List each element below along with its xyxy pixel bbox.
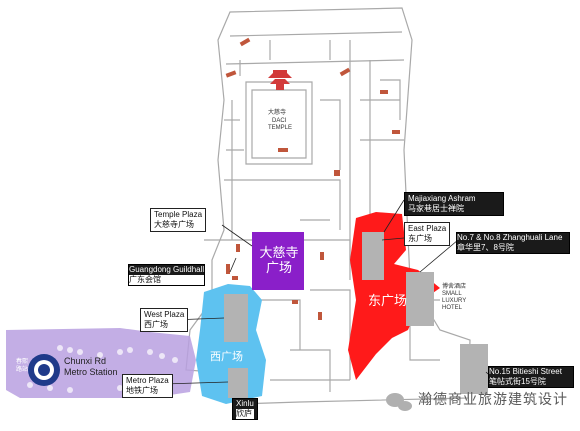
callout-xinlu-en: Xinlu <box>236 399 254 408</box>
west-plaza-area <box>196 284 266 404</box>
metro-station-name-1: Chunxi Rd <box>64 356 107 366</box>
callout-no15-cn: 笔帖式街15号院 <box>489 377 546 386</box>
hotel-name-en-2: LUXURY <box>442 298 467 304</box>
callout-west-plaza-cn: 西广场 <box>144 320 168 329</box>
callout-guangdong-cn: 广东会馆 <box>129 275 205 285</box>
hotel-name-en-1: SMALL <box>442 291 462 297</box>
callout-no7-no8-en: No.7 & No.8 Zhanghuali Lane <box>457 233 563 242</box>
wechat-icon <box>386 393 412 411</box>
watermark-text: 瀚德商业旅游建筑设计 <box>418 391 568 407</box>
callout-no7-no8-cn: 章华里7、8号院 <box>457 243 514 252</box>
callout-no15: No.15 Bitieshi Street 笔帖式街15号院 <box>488 366 574 388</box>
callout-majiaxiang-cn: 马家巷居士禅院 <box>408 204 464 213</box>
callout-temple-plaza-en: Temple Plaza <box>154 210 203 219</box>
callout-east-plaza: East Plaza 东广场 <box>404 222 451 246</box>
metro-station-name-2: Metro Station <box>64 367 118 377</box>
callout-xinlu-cn: 欣庐 <box>236 409 254 419</box>
temple-name-en-1: DACI <box>272 118 287 124</box>
metro-logo-text: 春熙 路站 <box>15 359 28 373</box>
temple-name-cn: 大慈寺 <box>268 110 287 116</box>
hotel-label: 博舍酒店 SMALL LUXURY HOTEL <box>442 284 466 312</box>
metro-station-label: Chunxi Rd Metro Station <box>64 356 118 378</box>
callout-no15-en: No.15 Bitieshi Street <box>489 367 562 376</box>
grey-buildings <box>224 232 488 398</box>
temple-pagoda-icon <box>268 70 292 90</box>
callout-metro-plaza-en: Metro Plaza <box>126 376 169 385</box>
callout-west-plaza: West Plaza 西广场 <box>140 308 189 332</box>
callout-metro-plaza-cn: 地铁广场 <box>126 386 158 395</box>
callout-temple-plaza-cn: 大慈寺广场 <box>154 220 194 229</box>
callout-no7-no8: No.7 & No.8 Zhanghuali Lane 章华里7、8号院 <box>456 232 570 254</box>
building-markers <box>225 37 400 320</box>
callout-west-plaza-en: West Plaza <box>144 310 185 319</box>
callout-majiaxiang: Majiaxiang Ashram 马家巷居士禅院 <box>404 192 504 216</box>
temple-square-label: 大慈寺 广场 <box>259 245 299 275</box>
callout-guangdong-en: Guangdong Guildhall <box>129 265 205 274</box>
callout-metro-plaza: Metro Plaza 地铁广场 <box>122 374 173 398</box>
hotel-name-en-3: HOTEL <box>442 305 463 311</box>
callout-majiaxiang-en: Majiaxiang Ashram <box>408 194 476 203</box>
callout-east-plaza-cn: 东广场 <box>408 234 432 243</box>
temple-name-en-2: TEMPLE <box>268 125 293 131</box>
hotel-name-cn: 博舍酒店 <box>442 284 467 290</box>
west-square-label: 西广场 <box>210 351 243 363</box>
metro-logo-icon <box>28 354 60 386</box>
east-square-label: 东广场 <box>368 293 408 308</box>
callout-guangdong: Guangdong Guildhall 广东会馆 <box>128 264 206 286</box>
temple-square-area <box>252 232 304 290</box>
callout-east-plaza-en: East Plaza <box>408 224 447 233</box>
callout-leaders <box>163 199 489 400</box>
callout-temple-plaza: Temple Plaza 大慈寺广场 <box>150 208 207 232</box>
callout-xinlu: Xinlu 欣庐 <box>232 398 258 420</box>
